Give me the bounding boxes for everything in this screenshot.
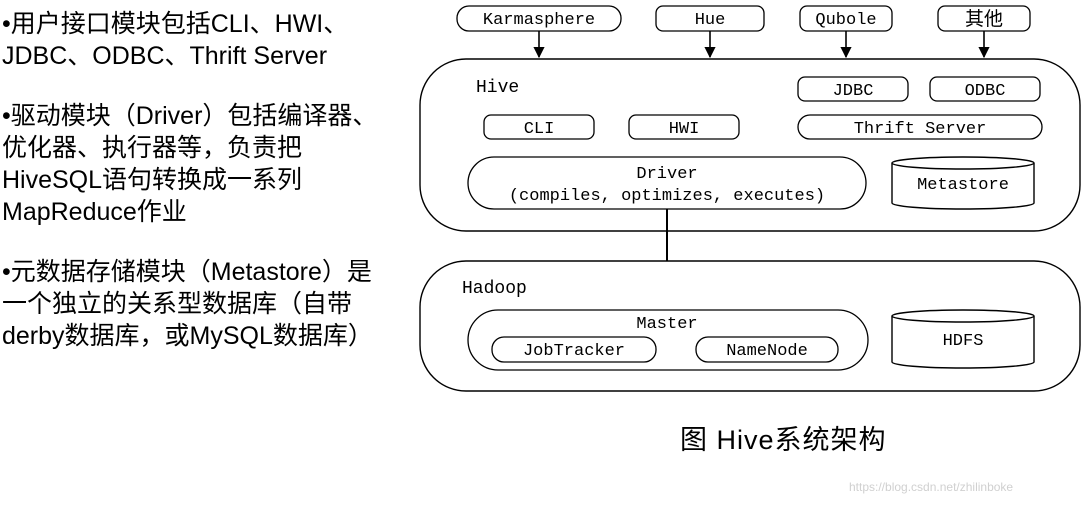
master-label: Master: [636, 315, 697, 334]
bullet-user-interface: •用户接口模块包括CLI、HWI、JDBC、ODBC、Thrift Server: [2, 10, 349, 70]
namenode-label: NameNode: [726, 342, 808, 361]
driver-box: Driver (compiles, optimizes, executes): [467, 156, 867, 210]
client-karmasphere: Karmasphere: [456, 5, 622, 32]
jdbc-label: JDBC: [833, 82, 874, 101]
hwi-label: HWI: [669, 120, 700, 139]
driver-title: Driver: [636, 165, 697, 184]
bullet-metastore: •元数据存储模块（Metastore）是一个独立的关系型数据库（自带derby数…: [2, 258, 373, 350]
hwi-box: HWI: [628, 114, 740, 140]
client-hue: Hue: [655, 5, 765, 32]
metastore-label: Metastore: [917, 176, 1009, 195]
jobtracker-label: JobTracker: [523, 342, 625, 361]
client-qubole: Qubole: [799, 5, 893, 32]
client-other-label: 其他: [965, 8, 1003, 30]
namenode-box: NameNode: [695, 336, 839, 363]
hdfs-cylinder: HDFS: [891, 309, 1035, 369]
cli-label: CLI: [524, 120, 555, 139]
client-hue-label: Hue: [695, 11, 726, 30]
client-karmasphere-label: Karmasphere: [483, 11, 595, 30]
bullet-driver: •驱动模块（Driver）包括编译器、优化器、执行器等，负责把HiveSQL语句…: [2, 102, 378, 226]
client-qubole-label: Qubole: [815, 11, 876, 30]
odbc-box: ODBC: [929, 76, 1041, 102]
jobtracker-box: JobTracker: [491, 336, 657, 363]
driver-description: (compiles, optimizes, executes): [509, 187, 825, 206]
cli-box: CLI: [483, 114, 595, 140]
hive-title: Hive: [476, 78, 519, 98]
hdfs-label: HDFS: [943, 332, 984, 351]
watermark: https://blog.csdn.net/zhilinboke: [849, 480, 1014, 494]
metastore-cylinder: Metastore: [891, 156, 1035, 210]
figure-caption: 图 Hive系统架构: [680, 425, 887, 455]
jdbc-box: JDBC: [797, 76, 909, 102]
odbc-label: ODBC: [965, 82, 1006, 101]
thrift-server-label: Thrift Server: [854, 120, 987, 139]
thrift-server-box: Thrift Server: [797, 114, 1043, 140]
hadoop-title: Hadoop: [462, 279, 527, 299]
client-other: 其他: [937, 5, 1031, 32]
bullet-list: •用户接口模块包括CLI、HWI、JDBC、ODBC、Thrift Server…: [2, 8, 392, 380]
